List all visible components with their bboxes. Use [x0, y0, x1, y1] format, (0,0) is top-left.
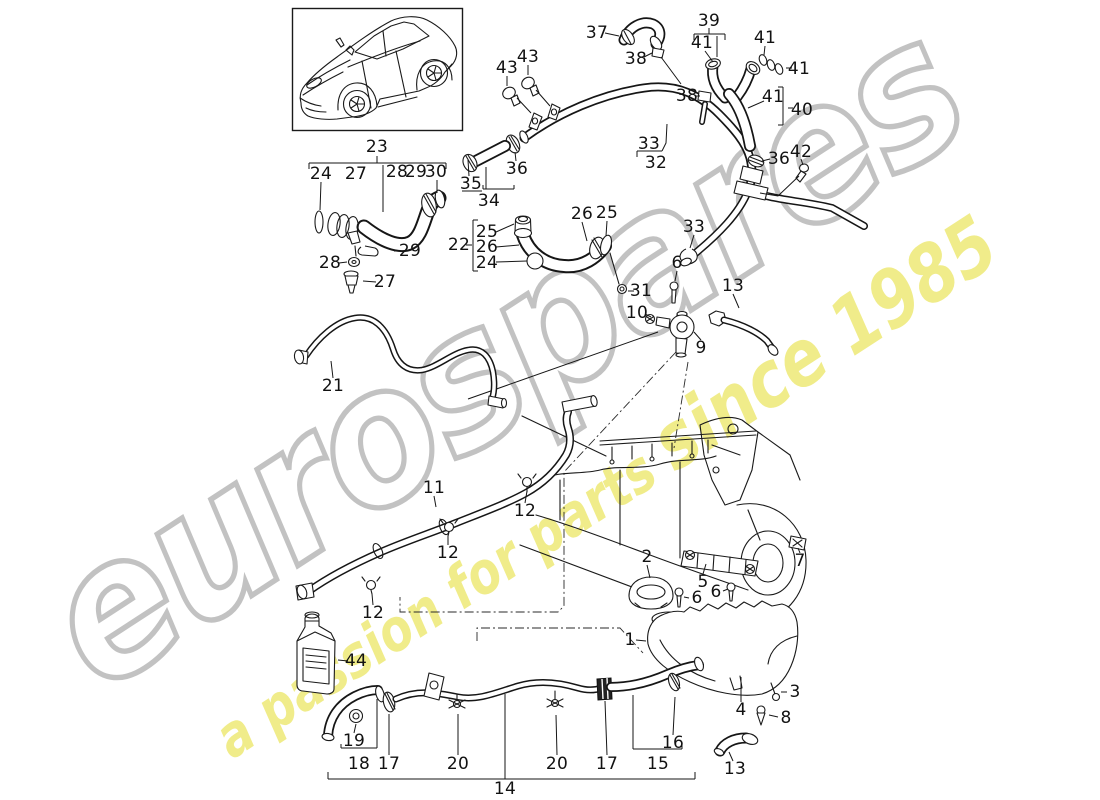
clamp-17-left — [382, 691, 396, 713]
elbow-hose-37 — [618, 17, 666, 59]
lower-pipe-run-14 — [321, 656, 705, 742]
pin-3 — [770, 682, 781, 702]
vent-valve-assembly — [467, 248, 779, 400]
mounting-bracket-5 — [680, 549, 759, 577]
nut-38-stub — [697, 90, 712, 103]
vehicle-thumbnail — [291, 7, 464, 132]
ring-28 — [347, 256, 361, 268]
nut-38-elbow — [651, 47, 665, 59]
valve-9 — [655, 310, 695, 358]
hose-13-lower — [713, 732, 759, 757]
hose-11 — [295, 395, 598, 601]
filler-cap-2 — [628, 576, 674, 610]
hose-34 — [462, 140, 511, 173]
clip-20-a — [448, 693, 466, 709]
hose-22-assembly — [513, 215, 628, 295]
reference-lines — [399, 351, 689, 654]
clip-20-b — [546, 690, 564, 708]
leader-lines — [308, 28, 804, 780]
engine-assembly — [519, 415, 807, 623]
expansion-tank-1 — [647, 600, 799, 726]
screws-6-bracket — [674, 582, 736, 608]
o-ring-24b — [526, 252, 544, 270]
clip-12-c — [361, 576, 381, 595]
nut-31 — [616, 283, 628, 295]
pipe-21 — [293, 314, 508, 409]
ring-19 — [348, 708, 364, 724]
screw-8 — [756, 705, 766, 726]
coolant-bottle-44 — [296, 611, 336, 695]
pipe-junction — [733, 165, 769, 201]
wheel-front — [342, 89, 372, 119]
hose-23-assembly — [314, 189, 447, 294]
sensor-27 — [343, 270, 359, 294]
wheel-rear — [419, 58, 449, 88]
o-rings-41 — [758, 54, 784, 75]
clamp-30 — [421, 192, 437, 218]
water-pipe-assembly — [462, 17, 868, 266]
screw-42 — [795, 163, 810, 183]
screw-43-pair — [502, 76, 540, 107]
bolt-10 — [644, 313, 656, 325]
watermark: eurospares a passion for parts since 198… — [2, 0, 1013, 772]
clamp-36-y — [747, 154, 765, 168]
clip-12-b — [439, 518, 459, 537]
clip-7 — [788, 535, 807, 551]
hose-15-16 — [606, 656, 705, 692]
hose-18 — [321, 685, 385, 742]
o-ring-24 — [314, 210, 324, 234]
screw-6-valve — [669, 281, 679, 304]
clip-29 — [357, 245, 379, 257]
bracket-43-pair — [528, 103, 561, 131]
clamp-26 — [589, 236, 605, 260]
y-hose-39-40 — [705, 58, 761, 152]
